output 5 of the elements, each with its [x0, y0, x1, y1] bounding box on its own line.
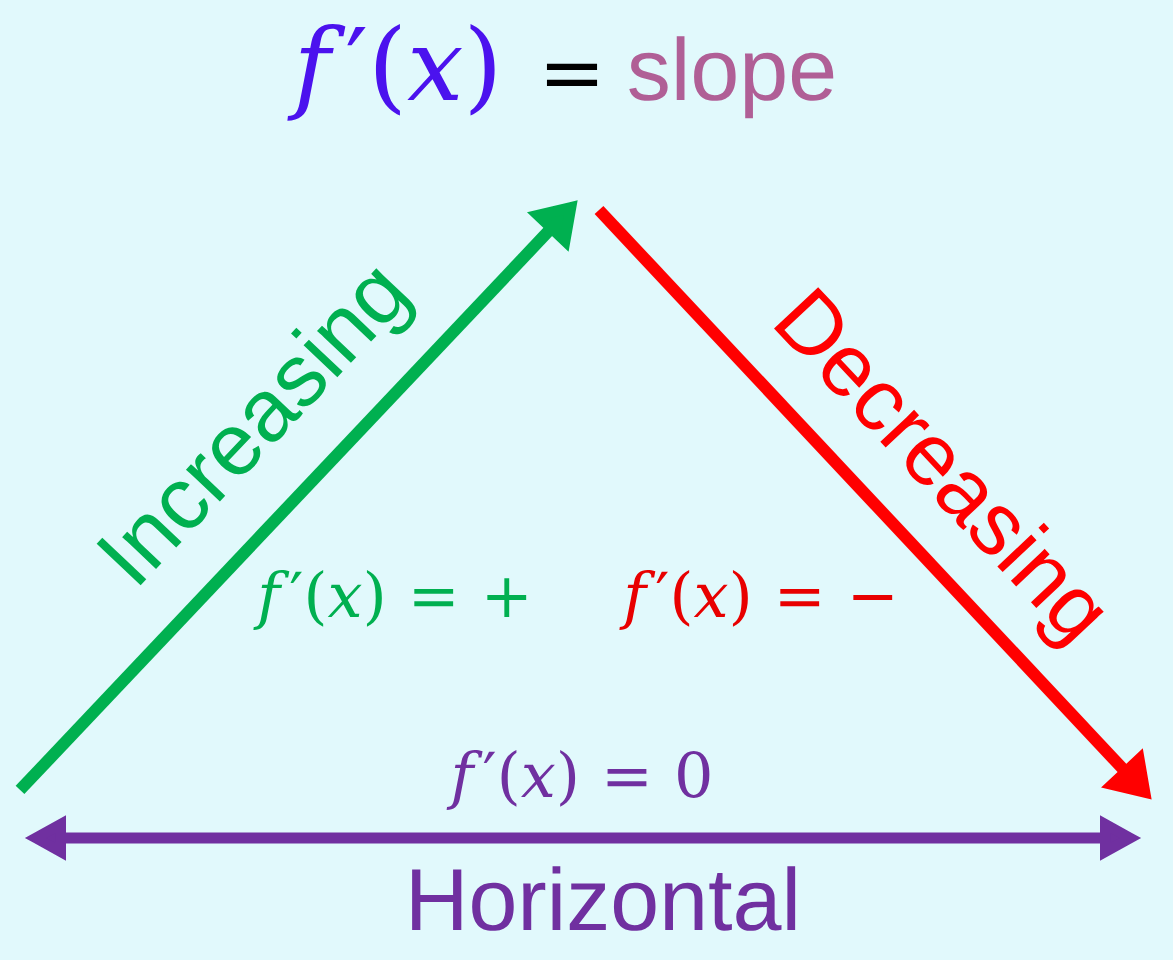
heading-word: slope [629, 36, 834, 119]
formula: f′(x) [287, 24, 495, 121]
equals-sign: = [546, 63, 598, 86]
formula: f′(x) = 0 [446, 749, 710, 810]
arrow-label: Horizontal [412, 866, 796, 931]
